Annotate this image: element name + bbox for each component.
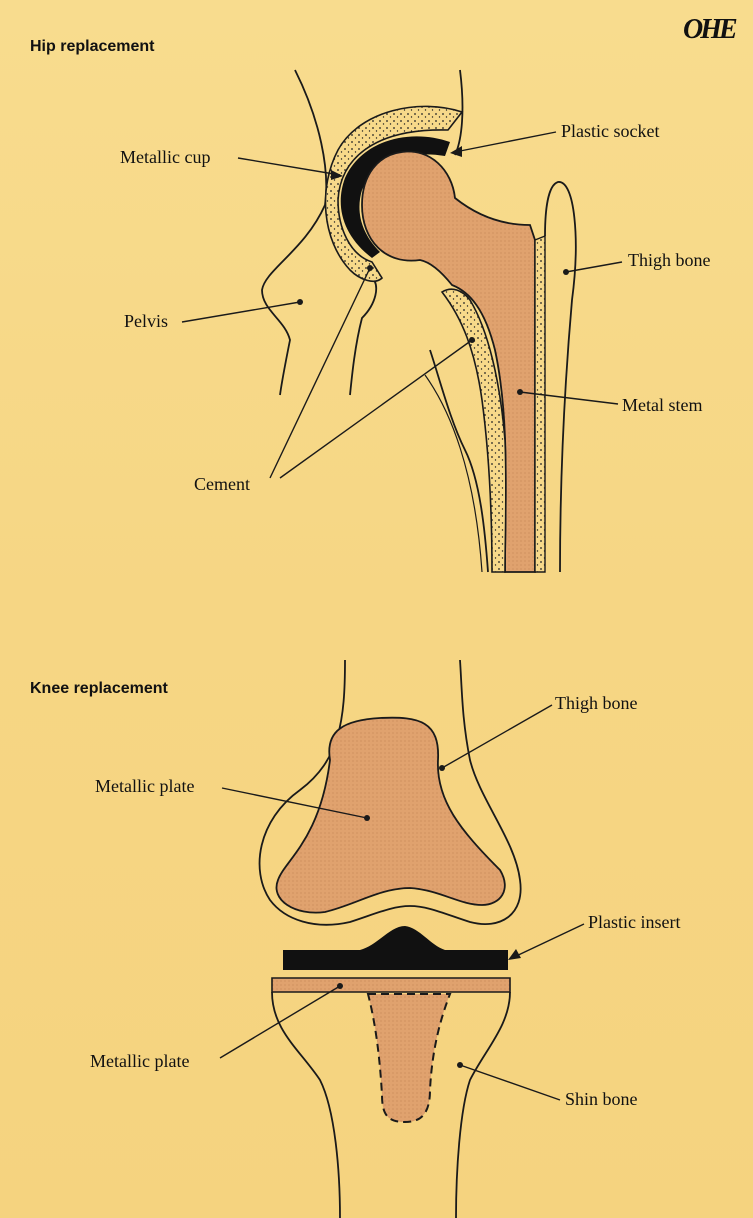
dot-cement-2 [469,337,475,343]
pelvis-outline [262,70,326,395]
dot-metallic-plate-upper [364,815,370,821]
label-plastic-insert: Plastic insert [588,912,681,933]
label-metallic-plate-lower: Metallic plate [90,1051,189,1072]
label-thigh-bone: Thigh bone [628,250,711,271]
label-plastic-socket: Plastic socket [561,121,659,142]
dot-knee-thigh-bone [439,765,445,771]
label-knee-thigh-bone: Thigh bone [555,693,638,714]
dot-thigh-bone [563,269,569,275]
label-shin-bone: Shin bone [565,1089,638,1110]
leader-metallic-plate-lower [220,986,340,1058]
dot-metal-stem [517,389,523,395]
leader-cement-1 [270,268,370,478]
arrow-plastic-socket [450,146,462,157]
hip-diagram [182,70,622,572]
shin-bone-outline-left [272,992,340,1218]
stem-cement-right [535,236,545,572]
label-cement: Cement [194,474,250,495]
leader-cement-2 [280,340,472,478]
label-metal-stem: Metal stem [622,395,702,416]
leader-pelvis [182,302,300,322]
dot-metallic-plate-lower [337,983,343,989]
plastic-insert [283,926,508,970]
femoral-implant [362,152,535,572]
leader-plastic-insert [512,924,584,958]
shin-bone-outline-right [456,992,510,1218]
label-pelvis: Pelvis [124,311,168,332]
dot-shin-bone [457,1062,463,1068]
leader-plastic-socket [455,132,556,152]
knee-femoral-plate [276,718,504,913]
thigh-bone-outline-right [545,182,576,572]
leader-shin-bone [460,1065,560,1100]
dot-cement-1 [367,265,373,271]
tibial-stem [368,994,450,1122]
label-metallic-plate-upper: Metallic plate [95,776,194,797]
arrow-plastic-insert [508,949,521,960]
tibial-plate [272,978,510,992]
pelvis-lower-outline [350,275,376,395]
leader-knee-thigh-bone [442,705,552,768]
label-metallic-cup: Metallic cup [120,147,210,168]
dot-pelvis [297,299,303,305]
knee-diagram [220,660,584,1218]
